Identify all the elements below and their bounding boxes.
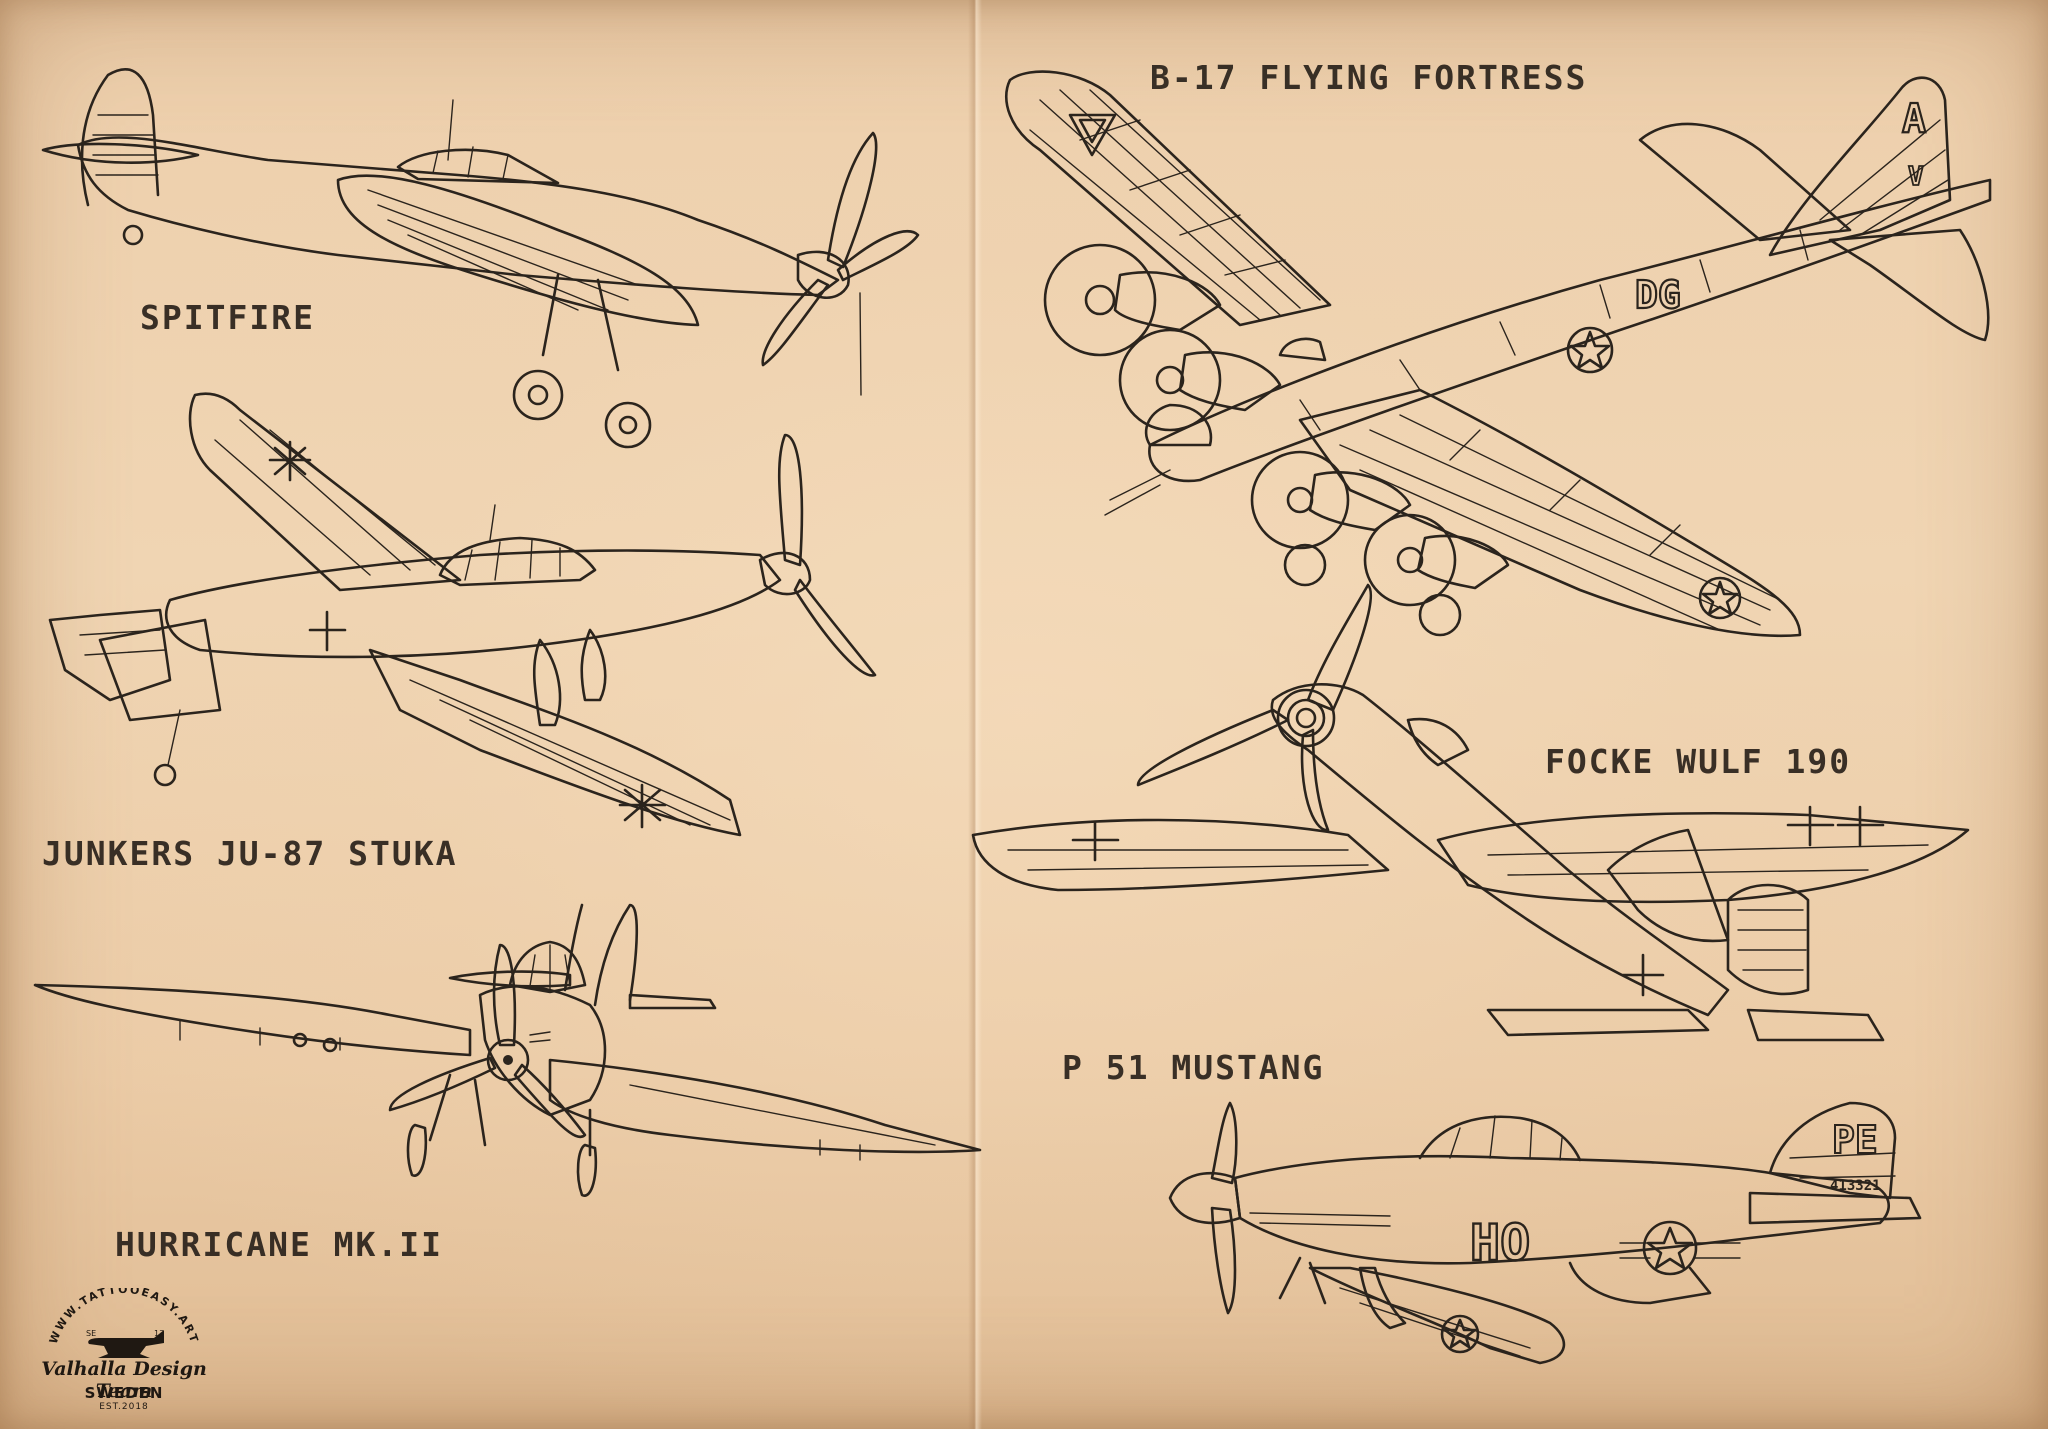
logo-left-mark: SE: [86, 1329, 96, 1338]
mustang-illustration: PE 413321 HO: [1150, 1098, 1940, 1393]
b17-fuselage-code: DG: [1635, 273, 1681, 317]
spitfire-illustration: [38, 55, 918, 455]
logo-right-mark: 13: [154, 1329, 164, 1338]
mustang-serial: 413321: [1830, 1178, 1881, 1194]
logo-ring: WWW.TATTOOEASY.ART SE 13: [47, 1288, 201, 1358]
logo-est: EST.2018: [99, 1402, 149, 1412]
b17-tail-letter: A: [1902, 96, 1926, 142]
b17-illustration: A V DG: [1000, 60, 2000, 650]
mustang-fuselage-code: HO: [1470, 1214, 1530, 1272]
anvil-icon: [88, 1330, 164, 1358]
hurricane-illustration: [30, 900, 990, 1230]
spitfire-label: SPITFIRE: [140, 298, 315, 337]
logo-script: Valhalla Design Team: [41, 1358, 207, 1402]
hurricane-label: HURRICANE MK.II: [115, 1225, 444, 1264]
stuka-label: JUNKERS JU-87 STUKA: [42, 834, 458, 873]
b17-label: B-17 FLYING FORTRESS: [1150, 58, 1588, 97]
svg-text:WWW.TATTOOEASY.ART: WWW.TATTOOEASY.ART: [47, 1288, 201, 1346]
mustang-label: P 51 MUSTANG: [1062, 1048, 1325, 1087]
center-fold: [968, 0, 982, 1429]
valhalla-logo: WWW.TATTOOEASY.ART SE 13 Valhalla Design…: [14, 1288, 234, 1418]
fw190-illustration: [968, 570, 1968, 1070]
fw190-label: FOCKE WULF 190: [1545, 742, 1852, 781]
logo-country: SWEDEN: [84, 1384, 164, 1402]
stuka-illustration: [40, 380, 940, 850]
mustang-tail-letters: PE: [1832, 1118, 1878, 1162]
logo-ring-text: WWW.TATTOOEASY.ART: [47, 1288, 199, 1346]
b17-tail-sub: V: [1908, 162, 1924, 192]
